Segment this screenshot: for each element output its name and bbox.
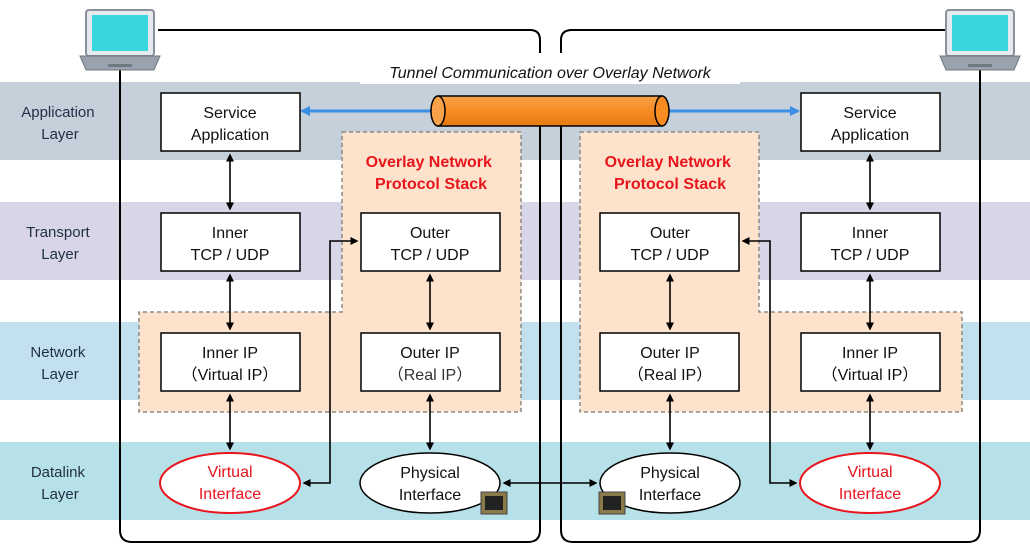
arrow-left-virtual-to-outer-tcp: [302, 237, 359, 487]
right-inner-ip-box: Inner IP（Virtual IP）: [800, 332, 941, 392]
svg-text:Outer IP（Real IP）: Outer IP（Real IP）: [628, 345, 712, 384]
ethernet-port-icon-right: [598, 491, 626, 515]
host-outline-left: [119, 29, 541, 543]
title-backdrop: [360, 60, 740, 84]
stack-title-right: Overlay Network Protocol Stack: [605, 154, 736, 193]
stack-title-left: Overlay Network Protocol Stack: [366, 154, 497, 193]
layer-labels: Application Layer Transport Layer Networ…: [21, 104, 99, 503]
laptop-icon-right: [939, 9, 1021, 71]
left-inner-ip-box: Inner IP（Virtual IP）: [160, 332, 301, 392]
layer-label-application: Application Layer: [21, 104, 99, 143]
svg-text:Inner IP（Virtual IP）: Inner IP（Virtual IP）: [822, 345, 919, 384]
ethernet-port-icon-left: [480, 491, 508, 515]
host-outline-right: [560, 29, 981, 543]
arrow-right-virtual-to-outer-tcp: [741, 237, 798, 487]
layer-label-datalink: Datalink Layer: [31, 464, 89, 503]
diagram-title: Tunnel Communication over Overlay Networ…: [389, 65, 712, 82]
layer-label-network: Network Layer: [30, 344, 89, 383]
tunnel-pipe: [430, 95, 670, 127]
right-outer-ip-box: Outer IP（Real IP）: [599, 332, 740, 392]
svg-text:Outer IP（Real IP）: Outer IP（Real IP）: [388, 345, 472, 384]
left-outer-ip-box: Outer IP（Real IP）: [360, 332, 501, 392]
laptop-icon-left: [79, 9, 161, 71]
layer-label-transport: Transport Layer: [26, 224, 94, 263]
svg-text:Inner IP（Virtual IP）: Inner IP（Virtual IP）: [182, 345, 279, 384]
stack-connectors: [226, 153, 874, 487]
